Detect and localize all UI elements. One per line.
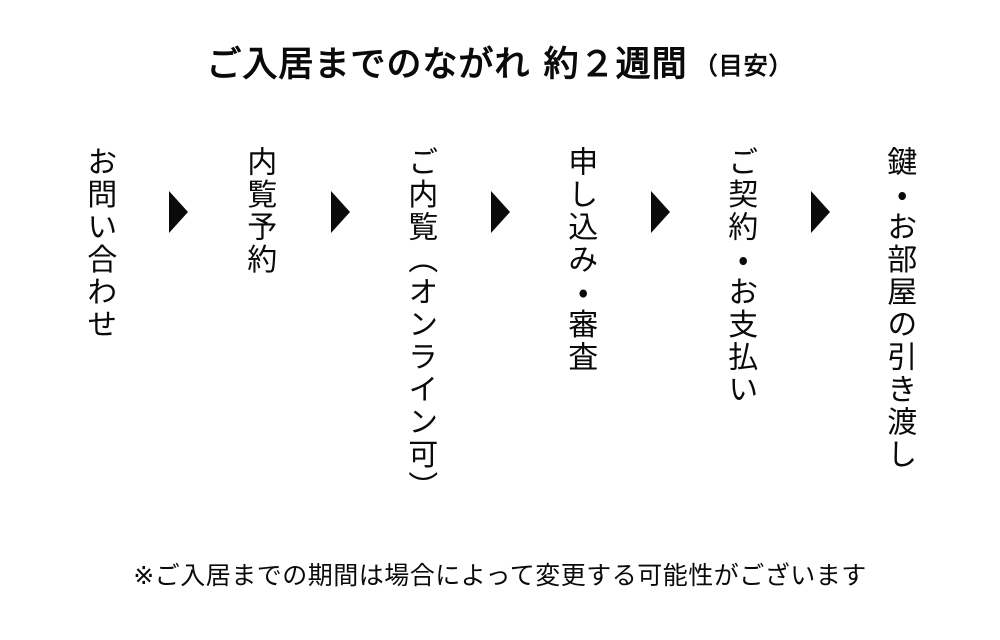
arrow-right-icon [491, 191, 510, 233]
arrow-right-icon [651, 191, 670, 233]
footnote: ※ご入居までの期間は場合によって変更する可能性がございます [133, 561, 867, 590]
step-viewing-reservation: 内覧予約 [241, 146, 277, 276]
step-inquiry: お問い合わせ [81, 146, 117, 341]
arrow-right-icon [811, 191, 830, 233]
page-title-main: ご入居までのながれ 約２週間 [206, 45, 688, 85]
step-contract-payment: ご契約・お支払い [722, 146, 758, 406]
step-key-handover: 鍵・お部屋の引き渡し [881, 146, 917, 471]
arrow-right-icon [331, 191, 350, 233]
page-title: ご入居までのながれ 約２週間（目安） [0, 44, 1000, 86]
step-viewing: ご内覧（オンライン可） [402, 146, 438, 504]
step-application-screening: 申し込み・審査 [562, 146, 598, 374]
page-title-note: （目安） [693, 52, 794, 80]
arrow-right-icon [169, 191, 188, 233]
